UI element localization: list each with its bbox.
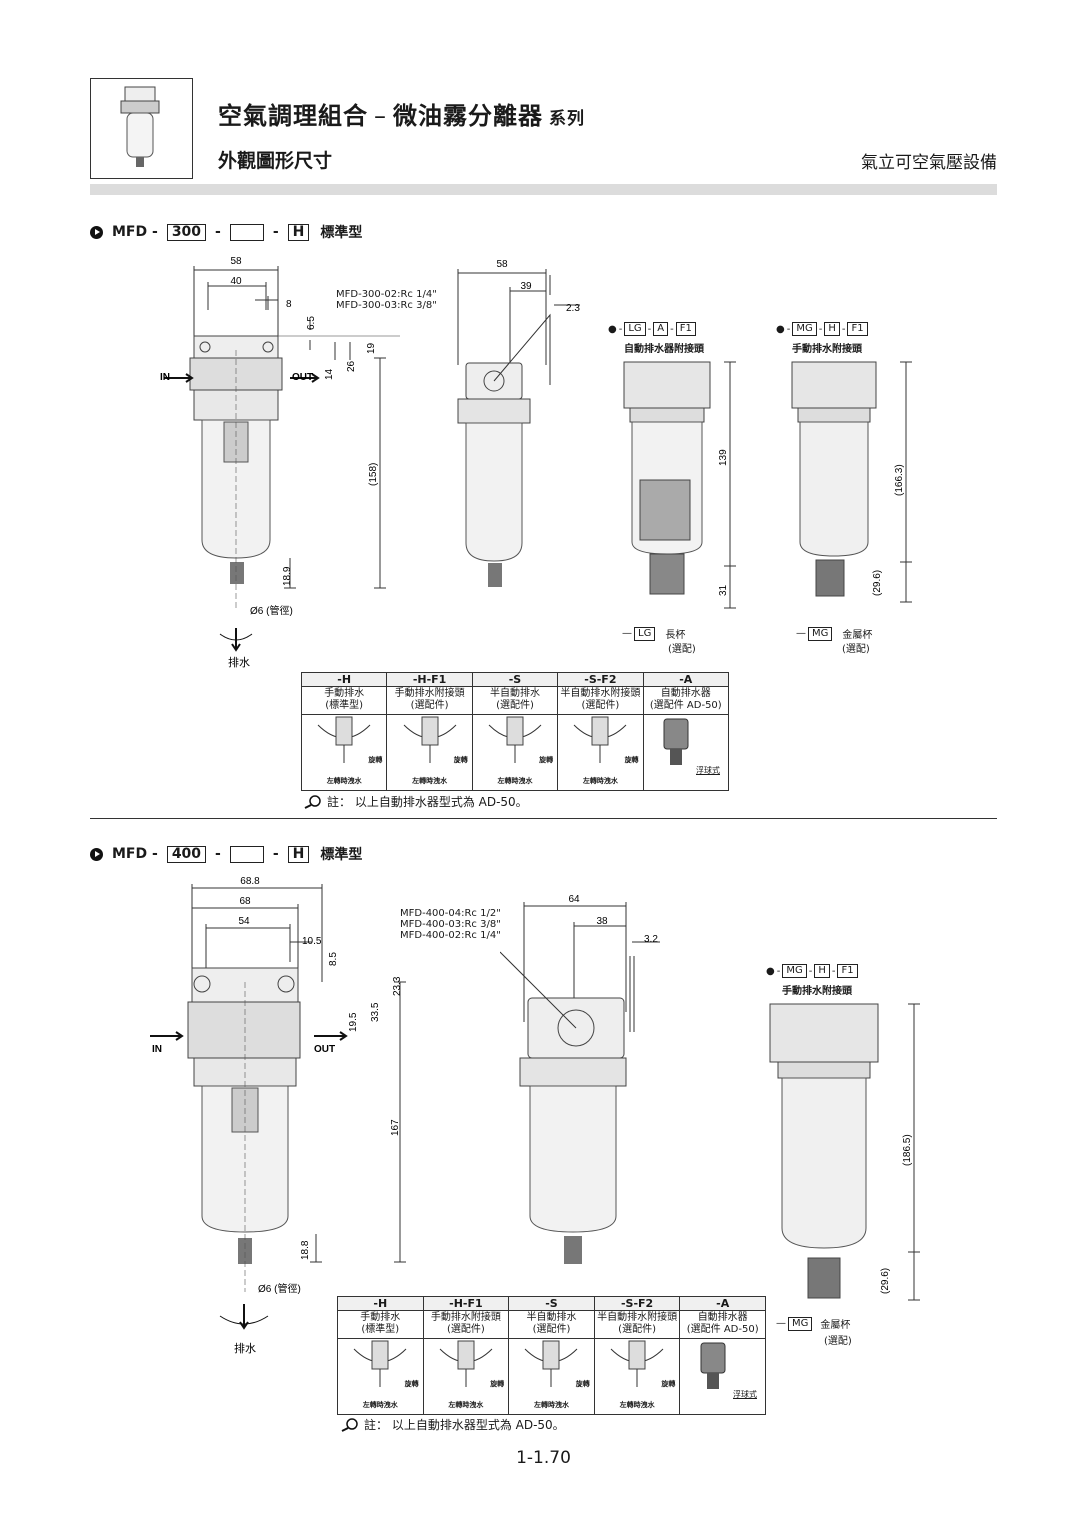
table-note-300: 註： 以上自動排水器型式為 AD-50。 [303,793,528,810]
dim-158: (158) [368,463,379,486]
svg-text:8.5: 8.5 [328,952,339,966]
drain-options-table-400: -H-H-F1-S-S-F2-A 手動排水(標準型) 手動排水附接頭(選配件) … [337,1296,766,1415]
svg-text:54: 54 [238,916,250,927]
svg-text:10.5: 10.5 [302,936,322,947]
svg-text:68.8: 68.8 [240,876,260,887]
play-bullet-icon [90,847,103,861]
drain-s-icon [525,1340,578,1387]
svg-text:IN: IN [152,1044,162,1055]
dim-58: 58 [496,259,508,270]
out-label: OUT [292,372,313,383]
product-thumbnail [90,78,193,179]
svg-text:167: 167 [390,1119,401,1136]
drain-a-float-icon [663,718,689,765]
company-name: 氣立可空氣壓設備 [861,153,997,173]
dim-19: 19 [366,342,377,354]
play-bullet-icon [90,225,103,239]
svg-text:(186.5): (186.5) [902,1134,913,1166]
dim-6-5: 6.5 [306,316,317,330]
svg-text:23.3: 23.3 [392,976,403,996]
page-subtitle: 外觀圖形尺寸 [218,150,333,172]
drain-s-icon [488,716,542,763]
svg-text:31: 31 [718,584,729,596]
mg-option-code-400: ●- MG- H- F1 [766,964,858,978]
drawing-300-side: 58 39 2.3 [457,259,580,587]
svg-text:3.2: 3.2 [644,934,658,945]
svg-text:64: 64 [568,894,580,905]
in-label: IN [160,372,170,383]
svg-text:33.5: 33.5 [370,1002,381,1022]
drain-h-icon [353,1340,407,1387]
filter-product-icon [120,86,160,167]
drain-h-f1-icon [403,716,456,763]
lg-option-caption: 自動排水器附接頭 [624,344,704,355]
dim-8: 8 [286,299,292,310]
dim-26: 26 [346,360,357,372]
drawing-lg-cup: 139 31 [623,361,736,609]
svg-text:OUT: OUT [314,1044,335,1055]
svg-text:38: 38 [596,916,608,927]
mg-option-code-300: ●- MG- H- F1 [776,322,868,336]
drain-h-f1-icon [439,1340,493,1387]
drain-a-float-icon [700,1342,726,1389]
dim-39: 39 [520,281,532,292]
drain-label: 排水 [228,655,250,669]
svg-text:139: 139 [718,449,729,466]
mg-option-caption-300: 手動排水附接頭 [792,344,862,355]
dim-18-9: 18.9 [282,566,293,586]
lg-option-code: ●- LG- A- F1 [608,322,696,336]
svg-text:19.5: 19.5 [348,1012,359,1032]
drawing-mg-cup-400: (186.5) (29.6) [769,1003,920,1301]
svg-text:(166.3): (166.3) [894,464,905,496]
port-specs-300: MFD-300-02:Rc 1/4" MFD-300-03:Rc 3/8" [336,289,437,311]
page-title: 空氣調理組合–微油霧分離器系列 [218,102,585,130]
drawing-400-side: 64 38 3.2 [500,894,660,1264]
svg-text:排水: 排水 [234,1341,256,1355]
drain-h-icon [317,716,371,763]
drain-s-f2-icon [574,716,627,763]
svg-text:Ø6 (管徑): Ø6 (管徑) [258,1282,301,1295]
tube-diameter: Ø6 (管徑) [250,604,293,617]
magnifier-icon [304,794,321,809]
model-code-400: MFD - 400 - - H 標準型 [90,844,362,864]
svg-text:18.8: 18.8 [300,1240,311,1260]
drain-s-f2-icon [610,1340,664,1387]
magnifier-icon [341,1417,358,1432]
page-number: 1-1.70 [516,1448,571,1468]
drain-options-table-300: -H-H-F1-S-S-F2-A 手動排水(標準型) 手動排水附接頭(選配件) … [300,672,730,791]
dim-40: 40 [230,276,242,287]
drawing-300-front: 58 40 8 6.5 19 26 14 (158) 18.9 Ø6 (管徑) … [160,256,400,669]
section-divider [90,818,997,819]
drawing-400-front: 68.8 68 54 10.5 8.5 23.3 33.5 19.5 167 1… [150,876,406,1355]
model-code-300: MFD - 300 - - H 標準型 [90,222,362,242]
dim-2-3: 2.3 [566,303,580,314]
svg-text:(29.6): (29.6) [872,570,883,596]
svg-text:68: 68 [239,896,251,907]
dim-58: 58 [230,256,242,267]
mg-option-caption-400: 手動排水附接頭 [782,986,852,997]
dim-14: 14 [324,368,335,380]
svg-text:(29.6): (29.6) [880,1268,891,1294]
table-note-400: 註： 以上自動排水器型式為 AD-50。 [340,1416,565,1433]
header-divider [90,184,997,195]
drawing-mg-cup-300: (166.3) (29.6) [791,361,912,603]
port-specs-400: MFD-400-04:Rc 1/2" MFD-400-03:Rc 3/8" MF… [400,908,501,941]
